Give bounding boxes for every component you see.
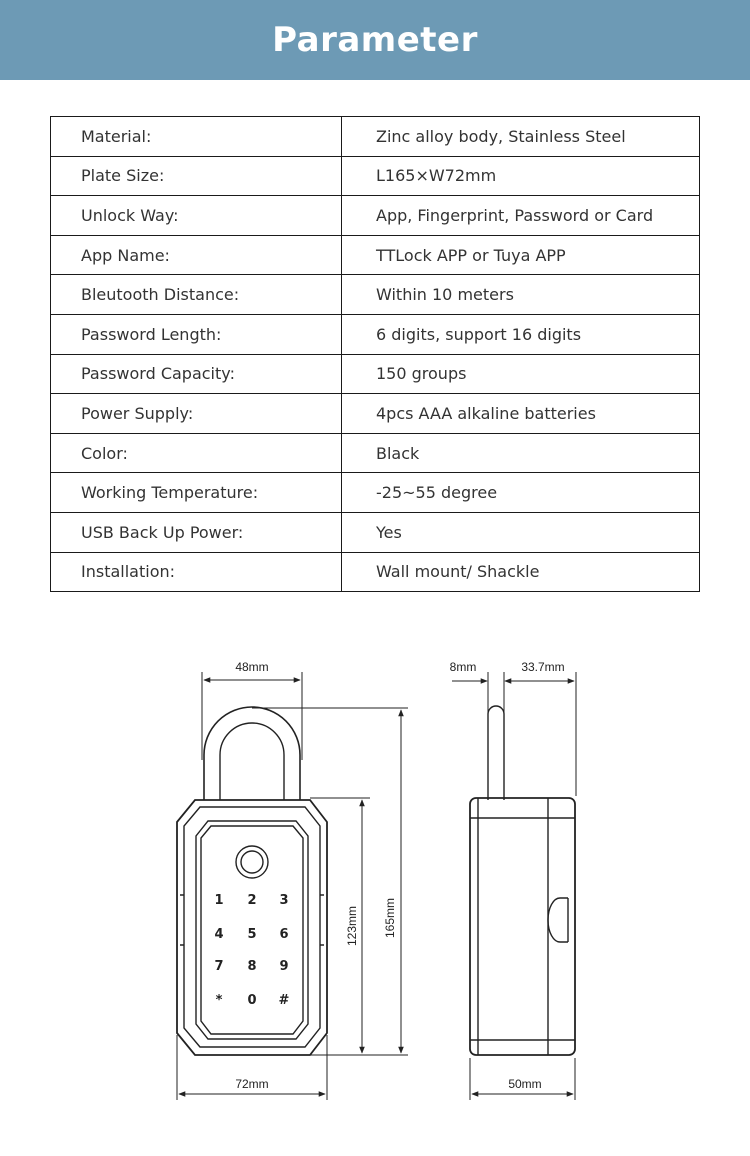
param-label: Color: bbox=[50, 432, 342, 474]
dim-body-width: 72mm bbox=[235, 1077, 268, 1091]
param-label: Power Supply: bbox=[50, 393, 342, 434]
key-label: 1 bbox=[214, 893, 223, 908]
side-body bbox=[469, 797, 576, 1056]
param-label: Working Temperature: bbox=[50, 472, 342, 513]
param-value: L165×W72mm bbox=[341, 155, 700, 197]
key-label: 2 bbox=[247, 893, 256, 908]
header-banner: Parameter bbox=[0, 0, 750, 80]
table-row: Password Length:6 digits, support 16 dig… bbox=[50, 313, 700, 355]
key-label: 6 bbox=[279, 927, 288, 942]
param-label: Installation: bbox=[50, 551, 342, 593]
side-shackle bbox=[487, 705, 505, 800]
key-label: 9 bbox=[279, 959, 288, 974]
dim-body-height: 123mm bbox=[345, 906, 359, 946]
param-value: App, Fingerprint, Password or Card bbox=[341, 195, 700, 236]
dim-side-depth: 50mm bbox=[508, 1077, 541, 1091]
table-row: Bleutooth Distance:Within 10 meters bbox=[50, 274, 700, 315]
table-row: Password Capacity:150 groups bbox=[50, 353, 700, 395]
table-row: Power Supply:4pcs AAA alkaline batteries bbox=[50, 393, 700, 434]
table-row: Working Temperature:-25~55 degree bbox=[50, 472, 700, 513]
param-value: Black bbox=[341, 432, 700, 474]
side-view bbox=[469, 705, 576, 1056]
param-value: Zinc alloy body, Stainless Steel bbox=[341, 116, 700, 157]
page-title: Parameter bbox=[272, 20, 478, 60]
param-label: Material: bbox=[50, 116, 342, 157]
param-label: USB Back Up Power: bbox=[50, 511, 342, 553]
key-label: 4 bbox=[214, 927, 223, 942]
key-label: 7 bbox=[214, 959, 223, 974]
table-row: Plate Size:L165×W72mm bbox=[50, 155, 700, 197]
param-label: App Name: bbox=[50, 234, 342, 276]
table-row: Material:Zinc alloy body, Stainless Stee… bbox=[50, 116, 700, 157]
param-label: Plate Size: bbox=[50, 155, 342, 197]
dim-shackle-width: 48mm bbox=[235, 660, 268, 674]
param-label: Password Capacity: bbox=[50, 353, 342, 395]
keypad-panel bbox=[195, 820, 309, 1040]
key-label: # bbox=[279, 993, 290, 1008]
side-dimensions bbox=[452, 672, 577, 1100]
key-label: 0 bbox=[247, 993, 256, 1008]
key-label: * bbox=[216, 993, 223, 1008]
dimension-drawing: 1 2 3 4 5 6 7 8 9 * 0 # 48mm 72mm 123mm … bbox=[176, 660, 577, 1100]
table-row: Installation:Wall mount/ Shackle bbox=[50, 551, 700, 593]
param-label: Password Length: bbox=[50, 313, 342, 355]
keypad: 1 2 3 4 5 6 7 8 9 * 0 # bbox=[214, 893, 289, 1008]
table-row: Unlock Way:App, Fingerprint, Password or… bbox=[50, 195, 700, 236]
key-label: 5 bbox=[247, 927, 256, 942]
dim-shackle-offset: 33.7mm bbox=[521, 660, 564, 674]
dim-total-height: 165mm bbox=[383, 898, 397, 938]
param-label: Unlock Way: bbox=[50, 195, 342, 236]
table-row: Color:Black bbox=[50, 432, 700, 474]
dim-shackle-thickness: 8mm bbox=[450, 660, 477, 674]
param-value: Within 10 meters bbox=[341, 274, 700, 315]
param-label: Bleutooth Distance: bbox=[50, 274, 342, 315]
param-value: 6 digits, support 16 digits bbox=[341, 313, 700, 355]
param-value: Yes bbox=[341, 511, 700, 553]
parameter-table: Material:Zinc alloy body, Stainless Stee… bbox=[50, 116, 700, 593]
fingerprint-sensor bbox=[235, 845, 269, 879]
table-row: USB Back Up Power:Yes bbox=[50, 511, 700, 553]
param-value: 150 groups bbox=[341, 353, 700, 395]
param-value: -25~55 degree bbox=[341, 472, 700, 513]
key-label: 8 bbox=[247, 959, 256, 974]
param-value: Wall mount/ Shackle bbox=[341, 551, 700, 593]
table-row: App Name:TTLock APP or Tuya APP bbox=[50, 234, 700, 276]
side-latch bbox=[547, 897, 568, 943]
param-value: 4pcs AAA alkaline batteries bbox=[341, 393, 700, 434]
key-label: 3 bbox=[279, 893, 288, 908]
param-value: TTLock APP or Tuya APP bbox=[341, 234, 700, 276]
front-dimensions bbox=[176, 672, 408, 1100]
front-shackle bbox=[203, 706, 301, 800]
